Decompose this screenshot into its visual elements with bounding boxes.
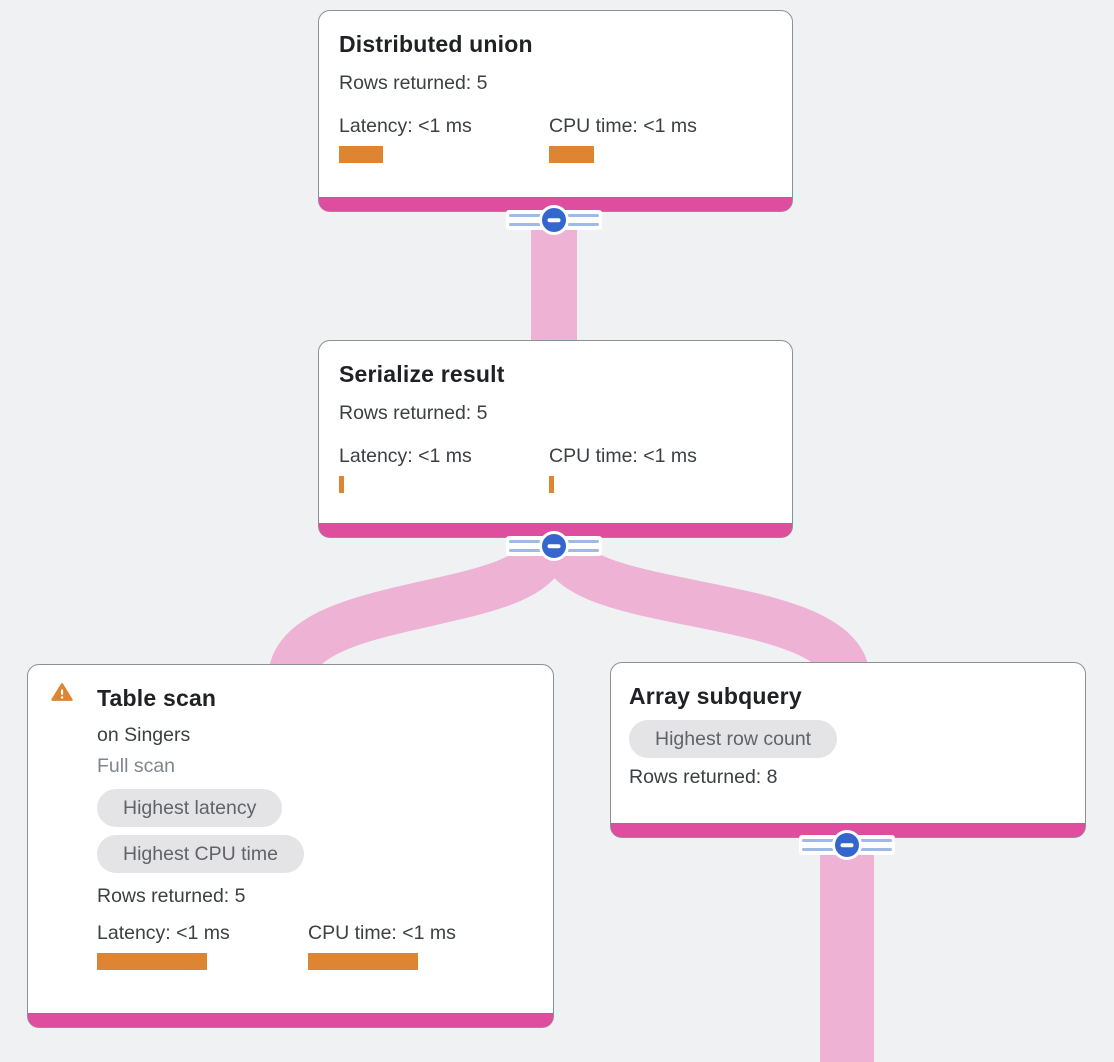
latency-bar [97, 953, 207, 970]
minus-icon[interactable] [832, 830, 862, 860]
metrics-row: Latency: <1 ms CPU time: <1 ms [339, 115, 772, 163]
node-distributed-union[interactable]: Distributed union Rows returned: 5 Laten… [318, 10, 793, 212]
metrics-row: Latency: <1 ms CPU time: <1 ms [339, 445, 772, 493]
warning-icon [51, 682, 73, 702]
latency-metric: Latency: <1 ms [339, 115, 549, 163]
badge-highest-latency: Highest latency [97, 789, 283, 827]
cpu-time-metric: CPU time: <1 ms [549, 115, 759, 163]
collapse-button-array-subquery[interactable] [799, 830, 895, 860]
node-subtitle: on Singers [97, 724, 191, 746]
node-serialize-result[interactable]: Serialize result Rows returned: 5 Latenc… [318, 340, 793, 538]
node-content: Array subquery Highest row count Rows re… [611, 663, 1085, 789]
cpu-time-bar [308, 953, 418, 970]
latency-bar [339, 476, 344, 493]
cpu-time-bar [549, 476, 554, 493]
node-title: Table scan [97, 685, 217, 711]
node-title: Distributed union [339, 31, 533, 57]
full-scan-note: Full scan [97, 755, 176, 777]
cpu-time-metric: CPU time: <1 ms [549, 445, 759, 493]
cpu-time-label: CPU time: <1 ms [549, 115, 697, 137]
latency-metric: Latency: <1 ms [97, 922, 308, 970]
cpu-time-label: CPU time: <1 ms [308, 922, 456, 944]
badge-highest-cpu-time: Highest CPU time [97, 835, 304, 873]
node-table-scan[interactable]: Table scan on Singers Full scan Highest … [27, 664, 554, 1028]
metrics-row: Latency: <1 ms CPU time: <1 ms [97, 922, 533, 970]
minus-icon[interactable] [539, 205, 569, 235]
node-array-subquery[interactable]: Array subquery Highest row count Rows re… [610, 662, 1086, 838]
node-accent-footer [319, 197, 792, 211]
rows-returned-text: Rows returned: 5 [97, 885, 246, 907]
edge-serialize-result-to-table-scan [268, 538, 569, 684]
edge-serialize-result-to-array-subquery [539, 537, 870, 684]
rows-returned-text: Rows returned: 5 [339, 402, 488, 424]
minus-icon[interactable] [539, 531, 569, 561]
latency-label: Latency: <1 ms [339, 115, 472, 137]
node-accent-footer [28, 1013, 553, 1027]
latency-label: Latency: <1 ms [339, 445, 472, 467]
rows-returned-text: Rows returned: 8 [629, 766, 778, 788]
latency-bar [339, 146, 383, 163]
cpu-time-label: CPU time: <1 ms [549, 445, 697, 467]
latency-metric: Latency: <1 ms [339, 445, 549, 493]
cpu-time-bar [549, 146, 594, 163]
rows-returned-text: Rows returned: 5 [339, 72, 488, 94]
node-content: Table scan on Singers Full scan Highest … [28, 665, 553, 970]
node-content: Serialize result Rows returned: 5 Latenc… [319, 341, 792, 493]
node-content: Distributed union Rows returned: 5 Laten… [319, 11, 792, 163]
collapse-button-distributed-union[interactable] [506, 205, 602, 235]
collapse-button-serialize-result[interactable] [506, 531, 602, 561]
badges: Highest latency Highest CPU time [97, 789, 533, 881]
node-title: Serialize result [339, 361, 505, 387]
latency-label: Latency: <1 ms [97, 922, 230, 944]
badge-highest-row-count: Highest row count [629, 720, 838, 758]
badges: Highest row count [629, 720, 1065, 766]
cpu-time-metric: CPU time: <1 ms [308, 922, 519, 970]
node-title: Array subquery [629, 683, 802, 709]
node-accent-footer [319, 523, 792, 537]
